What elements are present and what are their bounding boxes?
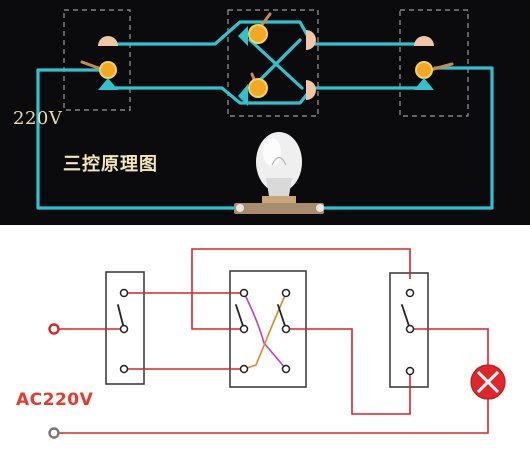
terminal-dot-icon <box>281 324 291 334</box>
left-supply-wire <box>36 68 239 210</box>
switch-contact-icon <box>248 78 268 98</box>
voltage-label: 220V <box>13 108 63 129</box>
terminal-dot-icon <box>239 324 249 334</box>
terminal-dot-icon <box>405 324 415 334</box>
switch-contact-icon <box>415 61 433 79</box>
switch-contact-icon <box>414 36 434 46</box>
top-loop-wire <box>191 248 411 330</box>
supply-voltage-label: AC220V <box>16 390 94 410</box>
terminal-dot-icon <box>119 364 129 374</box>
light-bulb-icon <box>234 132 324 214</box>
switch-contact-icon <box>238 84 248 106</box>
supply-terminal-bottom <box>48 427 60 439</box>
switch-contact-icon <box>414 78 434 90</box>
lamp-return-wire <box>54 399 489 434</box>
terminal-dot-icon <box>239 288 249 298</box>
right-switch-to-lamp-wire <box>410 328 489 365</box>
left-switch-box <box>63 9 131 111</box>
right-switch-blade <box>428 62 454 72</box>
right-lower-traveler-wire <box>286 328 411 415</box>
middle-cross-link-orange <box>243 292 287 370</box>
right-switch-box <box>399 9 469 117</box>
right-return-wire <box>320 66 494 210</box>
lower-traveler-wire <box>110 86 422 105</box>
terminal-dot-icon <box>119 324 129 334</box>
left-switch-body <box>105 271 145 385</box>
switch-contact-icon <box>306 30 316 50</box>
middle-cross-link-magenta <box>243 292 287 370</box>
terminal-dot-icon <box>281 364 291 374</box>
right-switch-contacts <box>414 36 434 90</box>
diagram-title: 三控原理图 <box>63 154 158 175</box>
switch-contact-icon <box>238 26 248 46</box>
right-switch-body <box>389 272 429 388</box>
middle-switch-contacts <box>238 24 316 106</box>
upper-traveler-wire <box>116 20 422 46</box>
bottom-diagram-panel <box>0 225 530 455</box>
middle-switch-box <box>227 9 319 117</box>
lamp-icon <box>470 364 506 400</box>
switch-contact-icon <box>98 78 118 90</box>
terminal-dot-icon <box>239 364 249 374</box>
switch-contact-icon <box>248 24 268 44</box>
switch-contact-icon <box>306 80 316 100</box>
top-schematic <box>36 9 494 214</box>
switch-contact-icon <box>98 36 118 46</box>
terminal-dot-icon <box>405 366 415 376</box>
bottom-schematic <box>48 248 506 439</box>
left-switch-contacts <box>98 36 118 90</box>
switch-contact-icon <box>99 61 117 79</box>
supply-terminal-top <box>48 323 60 335</box>
terminal-dot-icon <box>281 288 291 298</box>
terminal-dot-icon <box>119 288 129 298</box>
top-diagram-panel: 220V 三控原理图 <box>0 0 530 225</box>
terminal-dot-icon <box>405 288 415 298</box>
